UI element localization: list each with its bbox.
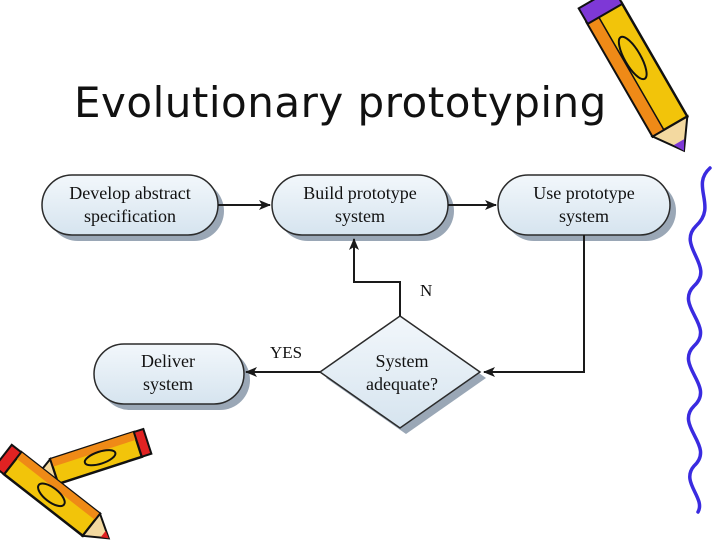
edge-decision-no-to-build bbox=[349, 238, 401, 316]
node-develop-abstract-specification: Develop abstract specification bbox=[41, 174, 224, 241]
decision-system-adequate: System adequate? bbox=[318, 315, 486, 434]
squiggle-border bbox=[686, 166, 712, 514]
node-label-line2: system bbox=[335, 206, 385, 226]
decision-label-line2: adequate? bbox=[366, 374, 438, 394]
node-label-line2: system bbox=[143, 374, 193, 394]
slide-title: Evolutionary prototyping bbox=[74, 78, 607, 127]
edge-use-to-decision bbox=[483, 235, 585, 377]
node-label-line1: Use prototype bbox=[533, 183, 634, 203]
node-label-line1: Deliver bbox=[141, 351, 195, 371]
edge-label-yes: YES bbox=[270, 343, 302, 362]
pencil-icon bbox=[577, 0, 690, 153]
node-build-prototype-system: Build prototype system bbox=[271, 174, 454, 241]
node-label-line1: Develop abstract bbox=[69, 183, 190, 203]
node-label-line2: system bbox=[559, 206, 609, 226]
node-label-line2: specification bbox=[84, 206, 176, 226]
node-label-line1: Build prototype bbox=[303, 183, 417, 203]
node-use-prototype-system: Use prototype system bbox=[497, 174, 676, 241]
node-deliver-system: Deliver system bbox=[93, 343, 250, 410]
edge-label-no: N bbox=[420, 281, 432, 300]
pencils-icon bbox=[0, 427, 153, 540]
decision-label-line1: System bbox=[375, 351, 428, 371]
